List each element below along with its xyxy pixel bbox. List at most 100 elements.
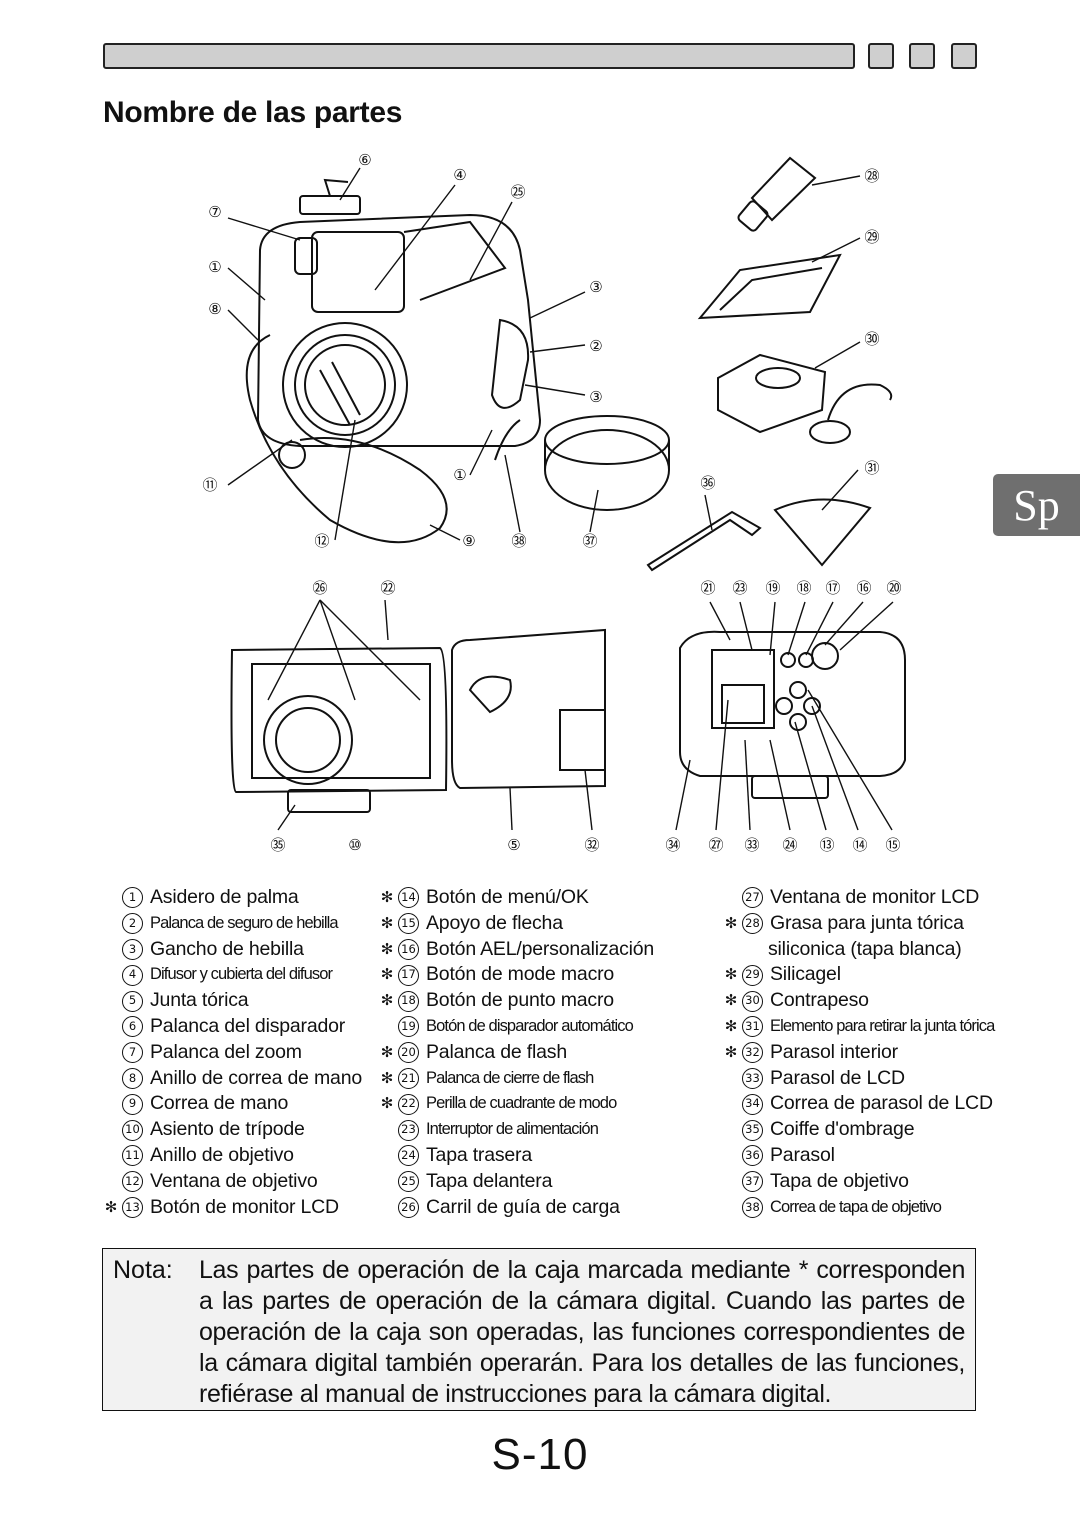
shutter-lever	[299, 195, 361, 215]
legend-number: 32	[742, 1042, 763, 1064]
asterisk-mark: ✻	[724, 914, 738, 932]
legend-item: 26 Carril de guía de carga	[376, 1195, 654, 1221]
note-key: Nota:	[113, 1256, 173, 1284]
legend-item: 2 Palanca de seguro de hebilla	[100, 911, 362, 937]
page-title: Nombre de las partes	[103, 96, 403, 129]
callout-number: ⑯	[856, 579, 871, 597]
legend-number: 12	[122, 1171, 143, 1193]
legend-label: Palanca de seguro de hebilla	[150, 913, 339, 932]
callout-number: ⑲	[765, 579, 780, 597]
legend-label: Palanca del zoom	[150, 1040, 302, 1063]
language-tab: Sp	[993, 474, 1080, 536]
legend-number: 8	[122, 1067, 143, 1089]
callout-number: ⑥	[358, 151, 371, 169]
legend-number: 36	[742, 1145, 763, 1167]
callout-number: ㉘	[864, 167, 879, 185]
callout-number: ③	[589, 278, 602, 296]
legend-number: 20	[398, 1042, 419, 1064]
callout-number: ㉜	[584, 836, 599, 854]
callout-number: ⑱	[796, 579, 811, 597]
housing-front-open	[230, 646, 448, 794]
legend-number: 35	[742, 1119, 763, 1141]
callout-number: ㉞	[665, 836, 680, 854]
asterisk-mark: ✻	[724, 992, 738, 1010]
callout-number: ⑫	[314, 532, 329, 550]
callout-number: ⑭	[852, 836, 867, 854]
legend-number: 3	[122, 938, 143, 960]
legend-label: Elemento para retirar la junta tórica	[770, 1016, 995, 1035]
legend-label: Botón de monitor LCD	[150, 1195, 339, 1218]
legend-label: Botón de mode macro	[426, 963, 615, 986]
legend-number: 23	[398, 1119, 419, 1141]
legend-number: 15	[398, 913, 419, 935]
zoom-lever	[294, 237, 318, 275]
legend-number: 24	[398, 1145, 419, 1167]
callout-number: ⑬	[819, 836, 834, 854]
silicagel	[697, 253, 842, 320]
legend-number: 2	[122, 913, 143, 935]
legend-number	[742, 940, 761, 959]
callout-number: ㉚	[864, 330, 879, 348]
legend-number: 14	[398, 887, 419, 909]
inner-hood	[559, 709, 606, 771]
legend-label: Tapa de objetivo	[770, 1169, 909, 1192]
header-square	[951, 43, 977, 69]
legend-label: Parasol interior	[770, 1040, 898, 1063]
legend-item: siliconica (tapa blanca)	[720, 937, 994, 963]
legend-label: siliconica (tapa blanca)	[768, 937, 962, 960]
note-text: Las partes de operación de la caja marca…	[199, 1256, 965, 1408]
legend-label: Correa de mano	[150, 1092, 289, 1115]
legend-item: 9 Correa de mano	[100, 1091, 362, 1117]
callout-number: ⑤	[507, 836, 520, 854]
legend-item: ✻32 Parasol interior	[720, 1040, 994, 1066]
legend-label: Botón de disparador automático	[426, 1016, 634, 1035]
legend-number: 9	[122, 1093, 143, 1115]
callout-number: ㉝	[744, 836, 759, 854]
housing-body	[256, 213, 542, 447]
asterisk-mark: ✻	[380, 1095, 394, 1113]
legend-label: Correa de parasol de LCD	[770, 1092, 993, 1115]
callout-number: ⑰	[825, 579, 840, 597]
asterisk-mark: ✻	[380, 889, 394, 906]
lens-ring	[282, 322, 408, 448]
legend-label: Junta tórica	[150, 989, 249, 1012]
legend-number: 26	[398, 1196, 419, 1218]
header-square	[909, 43, 935, 69]
legend-label: Carril de guía de carga	[426, 1195, 620, 1218]
counterweight-ring	[809, 420, 851, 444]
callout-number: ⑨	[462, 532, 475, 550]
asterisk-mark: ✻	[380, 1069, 394, 1087]
legend-label: Palanca del disparador	[150, 1014, 346, 1037]
housing-rear	[679, 630, 906, 777]
legend-label: Asiento de trípode	[150, 1118, 305, 1141]
asterisk-mark: ✻	[724, 1017, 738, 1035]
callout-number: ②	[589, 337, 602, 355]
asterisk-mark: ✻	[724, 1043, 738, 1061]
legend-number: 33	[742, 1067, 763, 1089]
legend-number: 6	[122, 1016, 143, 1038]
callout-number: ⑧	[208, 300, 221, 318]
grease-tube	[750, 156, 817, 222]
legend-label: Tapa trasera	[426, 1143, 532, 1166]
legend-number: 5	[122, 990, 143, 1012]
callout-number: ㉟	[270, 836, 285, 854]
legend-number: 13	[122, 1196, 143, 1218]
lcd-window	[711, 649, 775, 729]
asterisk-mark: ✻	[380, 940, 394, 958]
